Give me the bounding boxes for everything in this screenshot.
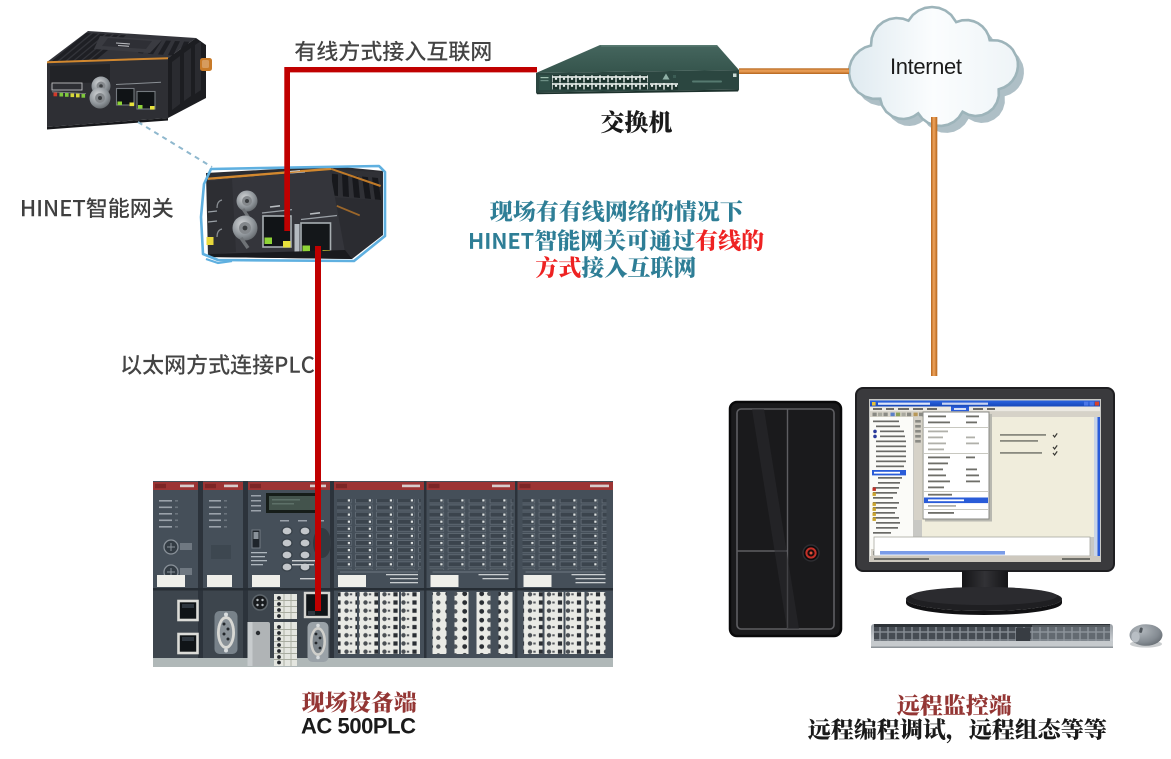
svg-text:AC 500PLC: AC 500PLC: [301, 714, 416, 739]
svg-text:Internet: Internet: [890, 54, 962, 79]
